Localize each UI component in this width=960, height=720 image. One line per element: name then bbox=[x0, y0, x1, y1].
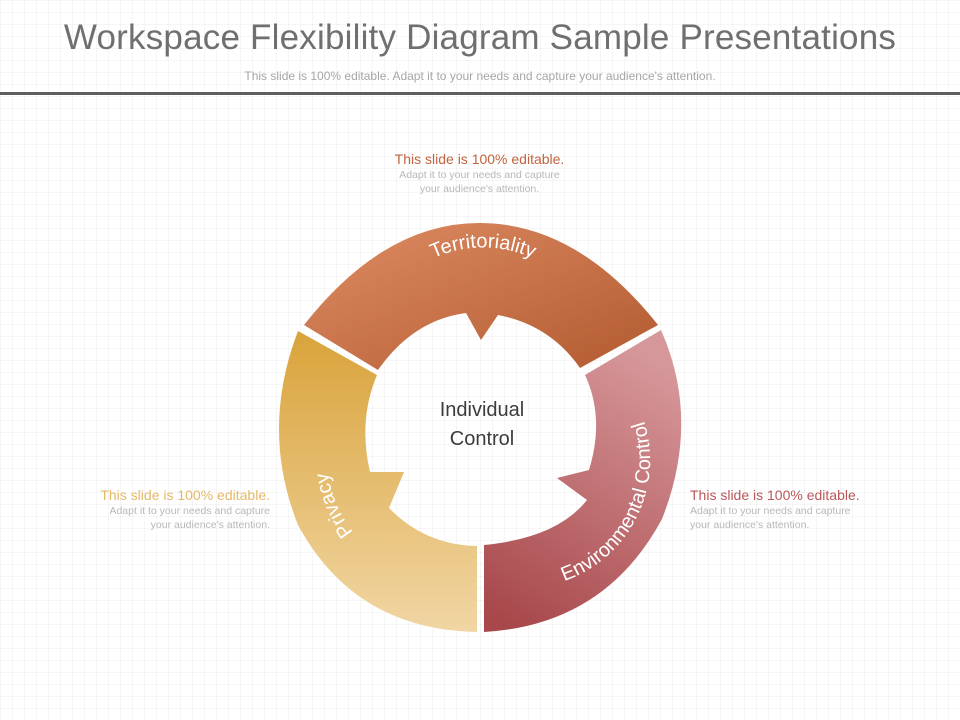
callout-territoriality: This slide is 100% editable. Adapt it to… bbox=[372, 151, 587, 196]
callout-body-line1: Adapt it to your needs and capture bbox=[109, 505, 270, 517]
callout-environmental-control: This slide is 100% editable. Adapt it to… bbox=[690, 487, 905, 532]
center-label-line1: Individual bbox=[440, 399, 525, 421]
callout-privacy: This slide is 100% editable. Adapt it to… bbox=[55, 487, 270, 532]
segment-privacy bbox=[279, 331, 477, 632]
callout-heading: This slide is 100% editable. bbox=[100, 487, 270, 503]
callout-body-line2: your audience's attention. bbox=[419, 183, 540, 195]
callout-body-line1: Adapt it to your needs and capture bbox=[690, 505, 851, 517]
callout-heading: This slide is 100% editable. bbox=[690, 487, 860, 503]
callout-body-line2: your audience's attention. bbox=[150, 519, 270, 531]
segment-territoriality bbox=[304, 222, 658, 370]
callout-body-line1: Adapt it to your needs and capture bbox=[399, 169, 560, 181]
center-label-line2: Control bbox=[450, 428, 514, 450]
segment-environmental-control bbox=[484, 330, 682, 632]
callout-heading: This slide is 100% editable. bbox=[394, 151, 565, 167]
slide-subtitle: This slide is 100% editable. Adapt it to… bbox=[244, 69, 716, 83]
callout-body-line2: your audience's attention. bbox=[690, 519, 810, 531]
slide-title: Workspace Flexibility Diagram Sample Pre… bbox=[63, 18, 897, 57]
header-divider bbox=[0, 92, 960, 95]
